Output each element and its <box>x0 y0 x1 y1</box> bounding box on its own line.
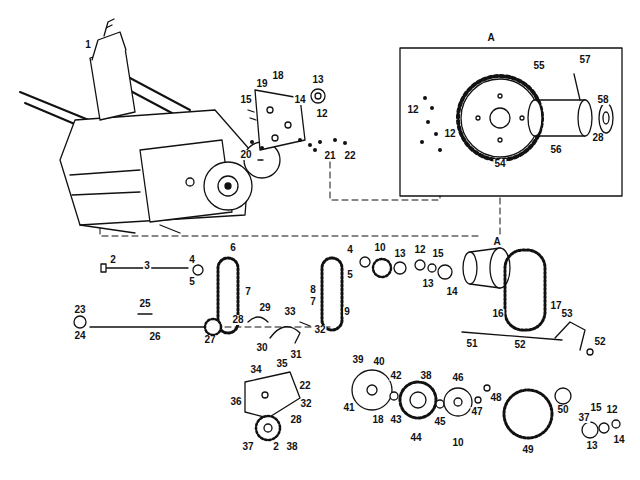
callout-number: 6 <box>229 243 237 253</box>
callout-number: 52 <box>513 340 526 350</box>
callout-number: 2 <box>109 255 117 265</box>
callout-number: 20 <box>239 150 252 160</box>
callout-number: 32 <box>299 399 312 409</box>
callout-number: 3 <box>143 261 151 271</box>
callout-number: 37 <box>241 442 254 452</box>
callout-number: 28 <box>591 133 604 143</box>
callout-number: 19 <box>255 79 268 89</box>
callout-number: 27 <box>203 335 216 345</box>
callout-number: 21 <box>323 151 336 161</box>
callout-number: 13 <box>585 441 598 451</box>
callout-number: 8 <box>309 285 317 295</box>
callout-number: 51 <box>465 339 478 349</box>
callout-number: 41 <box>342 403 355 413</box>
callout-number: 16 <box>491 309 504 319</box>
callout-number: 40 <box>372 357 385 367</box>
callout-number: 57 <box>578 55 591 65</box>
callout-number: 28 <box>231 315 244 325</box>
callout-number: 13 <box>311 75 324 85</box>
callout-number: 7 <box>309 297 317 307</box>
callout-number: 46 <box>451 373 464 383</box>
callout-number: 34 <box>249 365 262 375</box>
callout-number: 18 <box>371 415 384 425</box>
callout-number: 12 <box>406 105 419 115</box>
callout-number: 28 <box>289 415 302 425</box>
callout-number: 53 <box>560 309 573 319</box>
callout-number: 29 <box>258 303 271 313</box>
callout-number: 4 <box>188 255 196 265</box>
callout-number: 22 <box>298 381 311 391</box>
callout-number: 47 <box>470 407 483 417</box>
callout-number: A <box>492 237 501 247</box>
drive-parts <box>74 248 593 355</box>
callout-number: 38 <box>285 442 298 452</box>
callout-number: 56 <box>549 145 562 155</box>
guide-lines <box>100 162 500 327</box>
callout-number: 5 <box>346 270 354 280</box>
callout-number: 52 <box>593 337 606 347</box>
callout-number: 10 <box>373 243 386 253</box>
callout-number: 15 <box>239 95 252 105</box>
callout-number: 31 <box>289 350 302 360</box>
callout-number: 9 <box>343 307 351 317</box>
callout-number: 12 <box>413 245 426 255</box>
callout-number: A <box>486 33 495 43</box>
callout-number: 2 <box>272 442 280 452</box>
callout-number: 33 <box>283 307 296 317</box>
callout-number: 10 <box>451 438 464 448</box>
callout-number: 26 <box>148 332 161 342</box>
callout-number: 14 <box>612 435 625 445</box>
callout-number: 12 <box>605 405 618 415</box>
callout-number: 13 <box>393 249 406 259</box>
callout-number: 54 <box>493 159 506 169</box>
callout-number: 25 <box>138 299 151 309</box>
callout-number: 45 <box>433 417 446 427</box>
callout-number: 49 <box>521 445 534 455</box>
callout-number: 13 <box>421 279 434 289</box>
callout-number: 30 <box>255 343 268 353</box>
callout-number: 44 <box>409 433 422 443</box>
callout-number: 1 <box>84 40 92 50</box>
callout-number: 32 <box>313 325 326 335</box>
callout-number: 14 <box>445 287 458 297</box>
callout-number: 15 <box>431 249 444 259</box>
callout-number: 24 <box>73 331 86 341</box>
callout-number: 7 <box>244 287 252 297</box>
callout-number: 5 <box>188 277 196 287</box>
callout-number: 23 <box>73 305 86 315</box>
callout-number: 18 <box>271 71 284 81</box>
callout-number: 14 <box>293 95 306 105</box>
callout-number: 12 <box>315 109 328 119</box>
callout-number: 35 <box>275 359 288 369</box>
snowblower-drawing <box>20 19 280 233</box>
callout-number: 15 <box>589 403 602 413</box>
callout-number: 12 <box>443 129 456 139</box>
callout-number: 36 <box>229 397 242 407</box>
callout-number: 4 <box>346 245 354 255</box>
detail-box <box>400 48 622 196</box>
callout-number: 39 <box>351 355 364 365</box>
callout-number: 43 <box>389 415 402 425</box>
callout-number: 55 <box>532 61 545 71</box>
callout-number: 38 <box>419 371 432 381</box>
callout-number: 22 <box>343 151 356 161</box>
callout-number: 37 <box>577 413 590 423</box>
callout-number: 50 <box>556 405 569 415</box>
callout-number: 58 <box>596 95 609 105</box>
lower-parts <box>245 370 620 440</box>
callout-number: 42 <box>389 371 402 381</box>
callout-number: 48 <box>489 393 502 403</box>
bracket-parts <box>248 89 347 160</box>
